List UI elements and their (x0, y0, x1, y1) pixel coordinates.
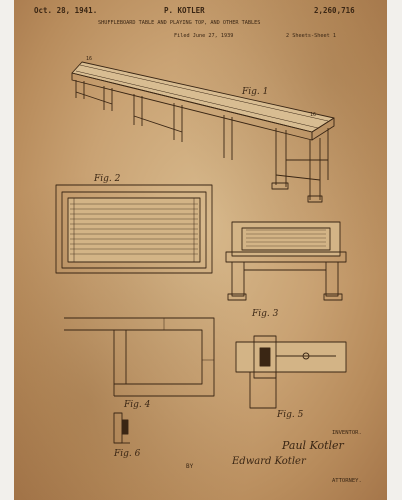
fig2-plan-view (55, 184, 213, 274)
by-label: BY (186, 463, 194, 470)
fig6-part-detail (113, 412, 130, 444)
patent-number: 2,260,716 (314, 6, 355, 15)
patent-drawings: 16 16 (55, 56, 347, 444)
inventor-label: INVENTOR. (332, 430, 362, 436)
attorney-label: ATTORNEY. (332, 478, 362, 484)
fig5-label: Fig. 5 (277, 410, 304, 420)
fig3-section-view (225, 221, 347, 301)
patent-title: SHUFFLEBOARD TABLE AND PLAYING TOP, AND … (98, 20, 261, 26)
svg-text:16: 16 (86, 56, 92, 62)
fig2-label: Fig. 2 (94, 174, 121, 184)
attorney-signature: Edward Kotler (232, 456, 306, 467)
sheet-count: 2 Sheets-Sheet 1 (286, 33, 336, 39)
patent-date: Oct. 28, 1941. (34, 6, 98, 15)
fig4-label: Fig. 4 (124, 400, 151, 410)
inventor-signature: Paul Kotler (282, 439, 344, 452)
svg-text:16: 16 (310, 112, 316, 118)
inventor-name: P. KOTLER (164, 6, 205, 15)
fig3-label: Fig. 3 (252, 309, 279, 319)
fig5-joint-detail (235, 335, 347, 409)
fig6-label: Fig. 6 (114, 449, 141, 459)
fig1-shuffleboard-table: 16 16 (71, 56, 335, 203)
patent-sheet: Oct. 28, 1941. P. KOTLER 2,260,716 SHUFF… (14, 0, 387, 500)
fig4-frame-detail (64, 317, 215, 397)
fig1-label: Fig. 1 (242, 87, 269, 97)
filed-date: Filed June 27, 1939 (174, 33, 234, 39)
